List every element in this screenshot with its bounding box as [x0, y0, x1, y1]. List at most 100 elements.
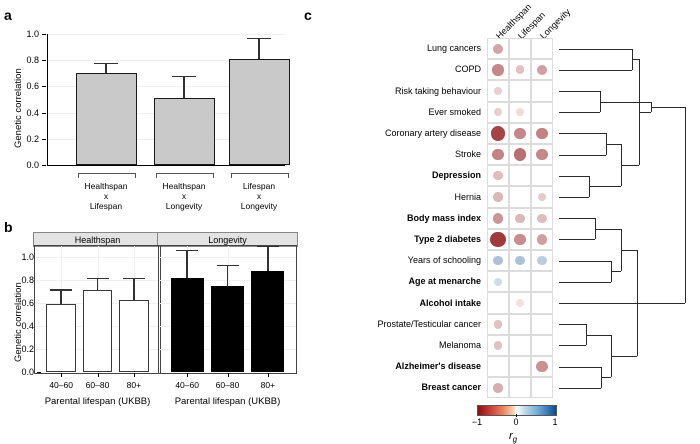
matrix-cell [531, 144, 553, 166]
dendrogram-link [632, 59, 639, 61]
matrix-dot [536, 148, 548, 161]
matrix-cell [509, 356, 531, 378]
matrix-cell [509, 59, 531, 81]
x-tick [97, 373, 99, 377]
y-tick-label: 0.6 [26, 81, 39, 92]
matrix-dot [513, 148, 527, 161]
error-cap [122, 277, 145, 280]
error-cap [86, 277, 109, 280]
dendrogram-link [559, 345, 586, 347]
error-cap [216, 265, 239, 267]
dendrogram-link [651, 106, 685, 108]
matrix-cell [509, 334, 531, 356]
row-label: Years of schooling [407, 255, 481, 266]
matrix-cell [509, 377, 531, 399]
x-axis-label: Parental lifespan (UKBB) [174, 396, 281, 407]
category-label-line2: x [103, 191, 109, 201]
error-cap [256, 246, 279, 248]
category-bracket [231, 173, 289, 178]
y-tick [42, 34, 46, 35]
legend-mid-label: 0 [513, 417, 519, 427]
legend-tick [516, 414, 517, 417]
row-label: Depression [431, 170, 481, 181]
matrix-dot [537, 256, 547, 266]
matrix-cell [531, 334, 553, 356]
dendrogram-link [606, 133, 607, 155]
matrix-dot [537, 213, 547, 223]
matrix-cell [509, 38, 531, 60]
dendrogram-link [559, 260, 611, 262]
bar [75, 73, 137, 165]
dendrogram-link [595, 228, 621, 230]
matrix-cell [509, 313, 531, 335]
matrix-cell [509, 271, 531, 293]
y-tick-label: 0.8 [26, 55, 39, 66]
matrix-cell [509, 228, 531, 250]
matrix-cell [487, 165, 509, 187]
matrix-dot [537, 192, 547, 202]
matrix-cell [531, 250, 553, 272]
matrix-cell [487, 59, 509, 81]
bar [153, 98, 215, 165]
matrix-cell [487, 271, 509, 293]
bar [210, 285, 245, 372]
matrix-dot [536, 234, 548, 245]
matrix-dot [493, 382, 503, 393]
dendrogram-link [621, 250, 637, 251]
category-label-line3: Longevity [165, 201, 203, 211]
dendrogram-link [559, 175, 589, 177]
y-tick [42, 165, 46, 166]
matrix-dot [493, 86, 503, 96]
matrix-cell [509, 292, 531, 314]
matrix-dot [493, 108, 503, 117]
matrix-cell [531, 228, 553, 250]
y-tick [42, 112, 46, 114]
y-tick [42, 138, 46, 140]
matrix-dot [516, 299, 524, 307]
matrix-cell [487, 186, 509, 208]
x-tick-label: 80+ [126, 380, 142, 390]
y-tick-label: 0.8 [21, 275, 34, 285]
y-tick-label: 0.4 [26, 107, 39, 118]
x-axis [47, 165, 285, 166]
matrix-dot [493, 277, 503, 286]
dendrogram-link [586, 324, 587, 346]
error-bar [96, 277, 99, 291]
matrix-cell [531, 356, 553, 378]
legend-title-r: r [509, 430, 513, 442]
dendrogram-link [611, 271, 621, 273]
legend-title: rg [509, 430, 517, 444]
matrix-cell [487, 228, 509, 250]
matrix-dot [492, 148, 504, 161]
matrix-cell [531, 122, 553, 144]
matrix-dot [492, 43, 504, 54]
row-label: Body mass index [406, 212, 481, 223]
matrix-cell [531, 292, 553, 314]
dendrogram-link [559, 197, 589, 198]
y-tick-label: 0.0 [26, 160, 39, 170]
matrix-dot [492, 212, 504, 224]
matrix-cell [509, 165, 531, 187]
dendrogram-link [654, 303, 685, 304]
row-label: Risk taking behaviour [394, 85, 481, 96]
y-tick [42, 86, 46, 88]
dendrogram-link [600, 101, 651, 103]
dendrogram-link [559, 218, 595, 220]
x-tick [227, 373, 229, 377]
dendrogram-link [621, 228, 622, 272]
dendrogram-link [559, 303, 654, 304]
matrix-cell [487, 377, 509, 399]
x-tick-label: 80+ [260, 380, 276, 390]
matrix-cell [531, 38, 553, 60]
matrix-dot [493, 319, 503, 329]
y-tick-label: 0.6 [21, 298, 34, 308]
error-cap [172, 75, 196, 78]
row-label: Breast cancer [421, 382, 481, 393]
bar [46, 304, 77, 372]
matrix-dot [515, 213, 525, 223]
y-tick-label: 1.0 [26, 29, 39, 39]
